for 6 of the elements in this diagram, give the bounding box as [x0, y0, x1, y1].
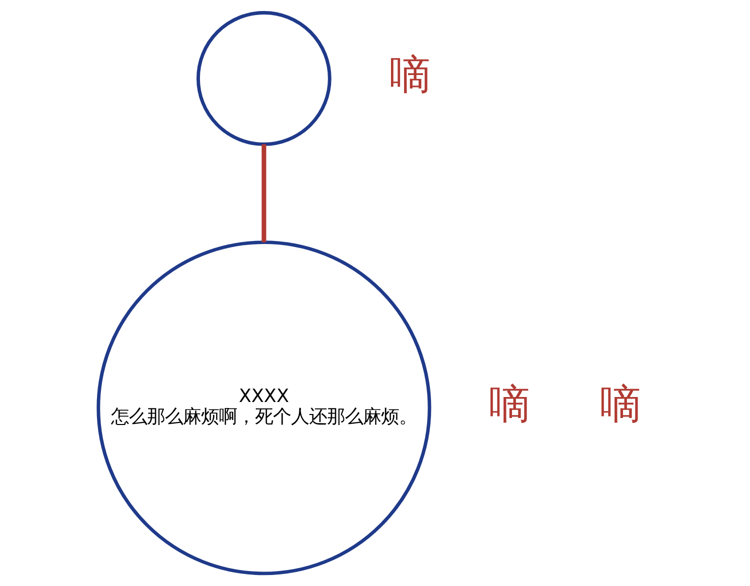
label: 嘀 [600, 380, 642, 428]
connector [262, 144, 266, 242]
label: 嘀 [390, 50, 431, 99]
label: 嘀 [489, 380, 530, 428]
node-circle: XXXX 怎么那么麻烦啊，死个人还那么麻烦。 [96, 240, 432, 576]
node-circle [196, 11, 332, 146]
